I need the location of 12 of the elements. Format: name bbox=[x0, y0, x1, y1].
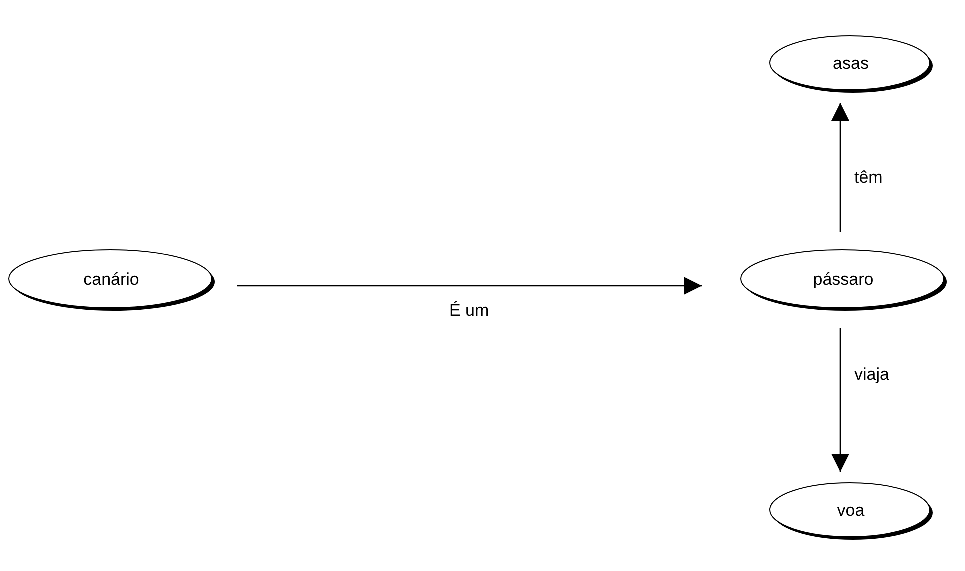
ellipse-node bbox=[769, 482, 933, 540]
arrow bbox=[237, 277, 702, 295]
arrow bbox=[832, 103, 850, 232]
ellipse-node bbox=[8, 249, 215, 311]
node-label: canário bbox=[84, 270, 140, 290]
edge-label: viaja bbox=[852, 365, 892, 385]
node-label: asas bbox=[833, 54, 869, 74]
node-label: voa bbox=[837, 501, 865, 521]
ellipse-node bbox=[740, 249, 947, 311]
ellipse-node bbox=[769, 35, 933, 93]
arrow bbox=[832, 328, 850, 472]
node-label: pássaro bbox=[813, 270, 874, 290]
